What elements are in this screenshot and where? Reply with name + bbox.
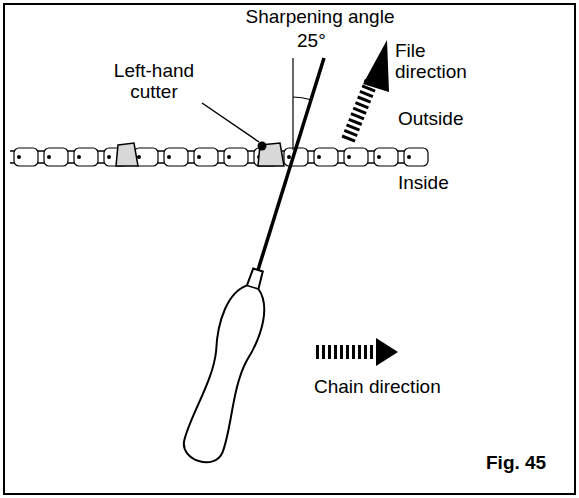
side-label: Outside — [398, 108, 488, 129]
angle-value: 25° — [297, 30, 337, 51]
angle-title: Sharpening angle — [240, 6, 400, 27]
saw-chain — [10, 148, 428, 166]
reference-line — [292, 58, 293, 150]
angle-arc — [293, 97, 311, 100]
part-name: Left-hand cutter — [104, 60, 204, 102]
leader-line — [202, 103, 259, 142]
figure-number: Fig. 45 — [486, 452, 566, 473]
file-direction-arrow — [348, 40, 389, 140]
file-rod — [258, 58, 324, 270]
file-handle — [179, 264, 277, 467]
cutter-tooth — [116, 143, 138, 166]
side-label: Inside — [398, 172, 488, 193]
chain-direction-arrow — [316, 338, 398, 366]
direction-label: Chain direction — [314, 376, 474, 397]
direction-label: File direction — [395, 40, 485, 82]
frame — [4, 4, 575, 494]
cutter-dot — [258, 142, 267, 151]
